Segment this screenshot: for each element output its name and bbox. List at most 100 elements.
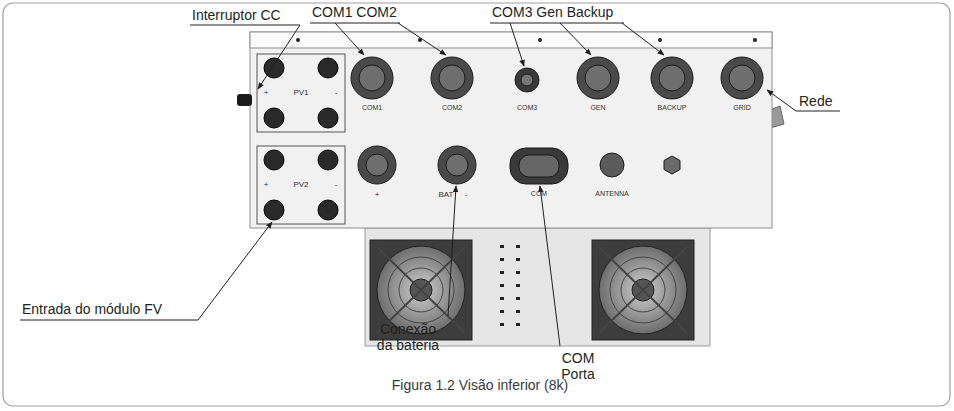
com3-pins xyxy=(521,74,533,86)
vent xyxy=(500,245,504,248)
port-label: PV1 xyxy=(293,88,308,97)
port-label: BAT xyxy=(439,190,454,199)
leader-lines xyxy=(20,23,840,346)
vent xyxy=(516,271,520,274)
underline xyxy=(20,320,198,321)
com3-socket xyxy=(515,68,539,92)
pv1-frame xyxy=(257,54,345,132)
port-label: + xyxy=(264,88,269,97)
underline xyxy=(190,25,300,26)
mc4-connector xyxy=(264,200,284,220)
fan-grill xyxy=(599,246,687,334)
com-port-cap xyxy=(519,155,559,177)
gland-cap xyxy=(729,65,755,91)
vent xyxy=(516,297,520,300)
gland-cap xyxy=(439,65,465,91)
dc-switch-knob xyxy=(237,94,252,106)
mc4-connector xyxy=(264,150,284,170)
port-label: COM xyxy=(531,190,547,198)
vent xyxy=(500,297,504,300)
underline xyxy=(796,111,840,112)
port-label: ANTENNA xyxy=(595,190,628,198)
port-label: COM2 xyxy=(442,104,462,112)
gland xyxy=(431,57,473,99)
gland xyxy=(351,57,393,99)
vent xyxy=(516,245,520,248)
vent xyxy=(500,271,504,274)
gland xyxy=(577,57,619,99)
vent xyxy=(516,310,520,313)
leader-line xyxy=(258,25,300,89)
gland xyxy=(438,146,476,184)
mc4-connector xyxy=(318,58,338,78)
gland xyxy=(358,146,396,184)
rivet xyxy=(658,38,662,42)
vent xyxy=(500,310,504,313)
mc4-connector xyxy=(318,200,338,220)
leader-line xyxy=(622,23,664,55)
leader-line xyxy=(335,23,364,55)
antenna-port xyxy=(600,153,624,177)
callout-label: Entrada do módulo FV xyxy=(22,301,162,317)
leader-line xyxy=(510,23,524,66)
frame xyxy=(3,3,950,406)
port-label: - xyxy=(465,190,468,199)
leader-line xyxy=(560,23,591,55)
leader-line xyxy=(540,186,560,346)
pv2-frame xyxy=(257,146,345,224)
port-label: BACKUP xyxy=(658,104,687,112)
port-label: + xyxy=(375,190,380,199)
port-label: PV2 xyxy=(293,180,308,189)
gland-cap xyxy=(359,65,385,91)
leader-line xyxy=(198,222,272,320)
rivet xyxy=(753,38,757,42)
vent xyxy=(500,323,504,326)
rivet xyxy=(538,38,542,42)
vent-slots xyxy=(500,245,520,326)
gland-cap xyxy=(366,154,388,176)
rivet xyxy=(296,38,300,42)
port-label: COM1 xyxy=(362,104,382,112)
leader-line xyxy=(767,90,796,111)
port-label: GRID xyxy=(733,104,751,112)
inverter-body xyxy=(237,32,784,228)
callout-label: COM1 COM2 xyxy=(312,4,397,20)
gland-cap xyxy=(446,154,468,176)
fan xyxy=(592,240,694,340)
port-label: GEN xyxy=(590,104,605,112)
port-label: - xyxy=(335,88,338,97)
top-flange xyxy=(250,32,772,48)
vent xyxy=(500,258,504,261)
underline xyxy=(310,23,400,24)
leader-line xyxy=(448,186,456,316)
callout-label: Rede xyxy=(799,93,832,109)
pv-connectors xyxy=(264,58,338,220)
gland-cap xyxy=(659,65,685,91)
mc4-connector xyxy=(264,108,284,128)
callout-label: Interruptor CC xyxy=(192,7,281,23)
mc4-connector xyxy=(318,150,338,170)
leader-line xyxy=(398,23,446,55)
rivets xyxy=(296,38,757,42)
gland xyxy=(651,57,693,99)
port-label: - xyxy=(335,180,338,189)
fan-frame xyxy=(592,240,694,340)
vent xyxy=(516,258,520,261)
port-label: + xyxy=(264,180,269,189)
callout-label: COM3 Gen Backup xyxy=(492,4,613,20)
vent xyxy=(500,284,504,287)
callout-label: Conexão da bateria xyxy=(372,321,444,353)
housing xyxy=(250,32,772,228)
gland xyxy=(721,57,763,99)
vent xyxy=(516,323,520,326)
mc4-connector xyxy=(318,108,338,128)
vent-valve xyxy=(664,156,680,174)
com-port xyxy=(510,148,568,184)
fan-struts xyxy=(599,247,687,333)
port-label: COM3 xyxy=(517,104,537,112)
figure-caption: Figura 1.2 Visão inferior (8k) xyxy=(392,377,568,393)
gland-cap xyxy=(585,65,611,91)
